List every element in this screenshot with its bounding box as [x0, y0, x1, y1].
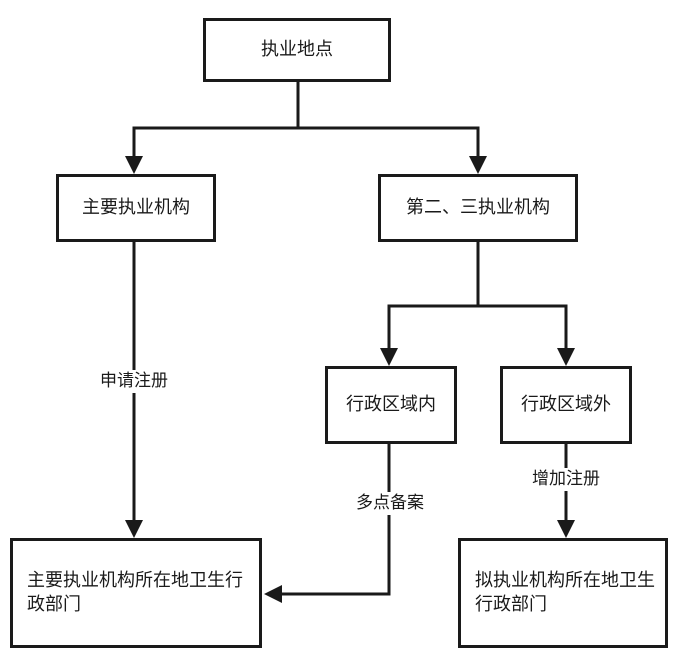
arrow-to-within: [380, 348, 398, 366]
node-primary-institution-label: 主要执业机构: [82, 196, 190, 218]
node-within-region-label: 行政区域内: [346, 393, 436, 415]
arrow-to-outside: [557, 348, 575, 366]
node-primary-institution: 主要执业机构: [56, 174, 216, 242]
node-practice-location: 执业地点: [203, 18, 391, 82]
node-secondary-institutions-label: 第二、三执业机构: [406, 196, 550, 218]
node-primary-health-dept-label: 主要执业机构所在地卫生行政部门: [27, 569, 243, 615]
edge-location-to-secondary: [298, 126, 480, 170]
arrow-to-secondary: [469, 156, 487, 174]
node-primary-health-dept: 主要执业机构所在地卫生行政部门: [10, 538, 262, 648]
edge-label-multi-site-filing: 多点备案: [354, 492, 426, 515]
edge-secondary-to-within: [387, 304, 478, 362]
node-within-region: 行政区域内: [325, 366, 457, 444]
edge-within-to-health-dept: [270, 444, 391, 596]
arrow-within-to-primary-health-dept: [264, 585, 282, 603]
edge-secondary-to-outside: [478, 304, 568, 362]
node-secondary-institutions: 第二、三执业机构: [378, 174, 578, 242]
edge-location-to-primary: [132, 126, 298, 170]
arrow-to-proposed-health-dept: [557, 520, 575, 538]
edge-label-apply-registration: 申请注册: [98, 370, 170, 393]
node-practice-location-label: 执业地点: [261, 38, 333, 60]
arrow-to-primary-health-dept: [125, 520, 143, 538]
node-proposed-health-dept-label: 拟执业机构所在地卫生行政部门: [475, 569, 655, 615]
node-proposed-health-dept: 拟执业机构所在地卫生行政部门: [458, 538, 668, 648]
node-outside-region: 行政区域外: [500, 366, 632, 444]
arrow-to-primary: [125, 156, 143, 174]
edge-label-add-registration: 增加注册: [530, 468, 602, 491]
node-outside-region-label: 行政区域外: [521, 393, 611, 415]
